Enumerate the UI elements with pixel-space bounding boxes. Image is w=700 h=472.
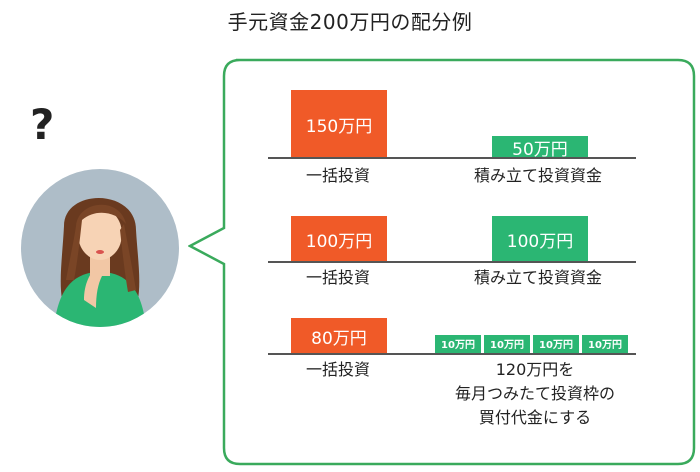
monthly-chunk-bar: 10万円	[484, 335, 530, 354]
monthly-chunk-bar: 10万円	[435, 335, 481, 354]
baseline	[268, 353, 636, 355]
lump-sum-caption: 一括投資	[305, 360, 370, 379]
diagram-title: 手元資金200万円の配分例	[227, 10, 473, 34]
lump-sum-amount: 100万円	[305, 231, 373, 252]
installment-caption: 積み立て投資資金	[473, 166, 602, 185]
lump-sum-caption: 一括投資	[305, 166, 370, 185]
monthly-chunk-bar: 10万円	[533, 335, 579, 354]
monthly-chunk-amount: 10万円	[539, 340, 573, 351]
installment-amount: 100万円	[506, 231, 574, 252]
installment-caption-block: 120万円を 毎月つみたて投資枠の 買付代金にする	[420, 358, 650, 430]
person-avatar	[21, 169, 179, 327]
installment-caption-line: 毎月つみたて投資枠の	[454, 384, 615, 403]
lump-sum-bar-150: 150万円	[291, 90, 387, 158]
lump-sum-amount: 80万円	[311, 328, 367, 349]
lump-sum-amount: 150万円	[305, 116, 373, 137]
monthly-chunk-amount: 10万円	[490, 340, 524, 351]
baseline	[268, 157, 636, 159]
installment-caption-line: 買付代金にする	[478, 408, 592, 427]
installment-caption: 積み立て投資資金	[473, 268, 602, 287]
installment-bar-100: 100万円	[492, 216, 588, 262]
installment-amount: 50万円	[512, 139, 568, 160]
installment-bar-50: 50万円	[492, 136, 588, 160]
monthly-chunk-amount: 10万円	[441, 340, 475, 351]
question-mark: ?	[30, 100, 55, 149]
monthly-chunk-amount: 10万円	[588, 340, 622, 351]
lump-sum-bar-80: 80万円	[291, 318, 387, 354]
lump-sum-bar-100: 100万円	[291, 216, 387, 262]
installment-caption-line: 120万円を	[495, 360, 575, 379]
lump-sum-caption: 一括投資	[305, 268, 370, 287]
monthly-chunk-bar: 10万円	[582, 335, 628, 354]
baseline	[268, 261, 636, 263]
